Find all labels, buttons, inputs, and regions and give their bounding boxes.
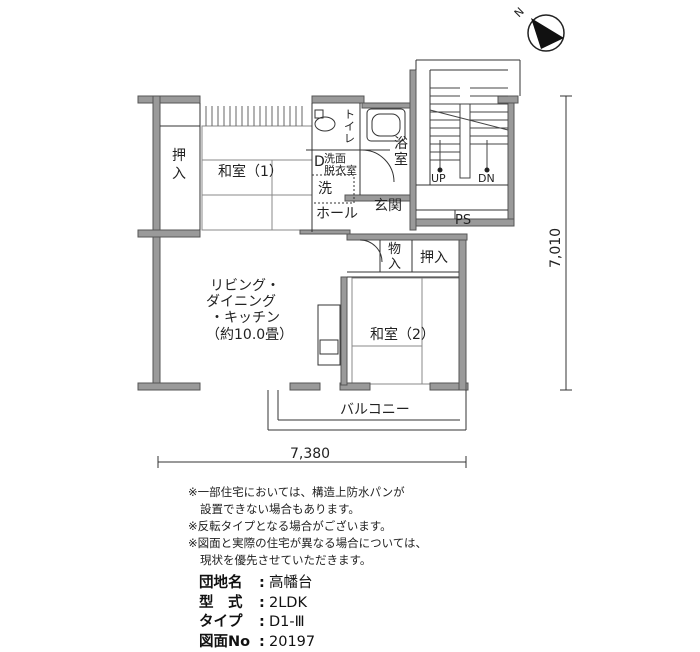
ps-label: PS — [455, 213, 471, 228]
info-row: タイプ: D1-Ⅲ — [199, 613, 315, 633]
note-line-4: ※図面と実際の住宅が異なる場合については、 — [188, 535, 688, 552]
info-key: 型 式 — [199, 594, 259, 614]
note-line-2: 設置できない場合もあります。 — [188, 501, 688, 518]
note-line-3: ※反転タイプとなる場合がございます。 — [188, 518, 688, 535]
storage-char-2: 入 — [388, 257, 401, 272]
info-key: 団地名 — [199, 574, 259, 594]
compass-label: N — [512, 5, 527, 20]
stairs-dn-label: DN — [478, 172, 495, 185]
ldk-line-2: ダイニング — [206, 294, 276, 310]
floor-plan: N — [0, 0, 700, 480]
info-row: 型 式: 2LDK — [199, 594, 315, 614]
note-line-1: ※一部住宅においては、構造上防水パンが — [188, 484, 688, 501]
info-row: 団地名: 高幡台 — [199, 574, 315, 594]
notes: ※一部住宅においては、構造上防水パンが 設置できない場合もあります。 ※反転タイ… — [188, 484, 688, 569]
toilet-icon — [315, 117, 335, 131]
washitsu1-label: 和室（1） — [218, 163, 283, 180]
ldk-line-4: （約10.0畳） — [206, 327, 293, 343]
toilet-char-3: レ — [344, 132, 355, 145]
info-value: 20197 — [269, 633, 315, 652]
hall-label: ホール — [316, 206, 358, 222]
closet2-label: 押入 — [420, 250, 448, 266]
dressing-line-2: 脱衣室 — [324, 163, 357, 177]
dimension-width-label: 7,380 — [290, 446, 330, 462]
dimension-depth-label: 7,010 — [548, 228, 564, 268]
bath-char-2: 室 — [394, 151, 408, 168]
balcony-label: バルコニー — [340, 402, 410, 418]
info-value: 高幡台 — [269, 574, 313, 594]
info-value: D1-Ⅲ — [269, 613, 305, 633]
ldk-line-3: ・キッチン — [210, 310, 280, 326]
bath-char-1: 浴 — [394, 136, 408, 152]
washer-label: 洗 — [318, 181, 332, 197]
info-table: 団地名: 高幡台 型 式: 2LDK タイプ: D1-Ⅲ 図面No: 20197 — [199, 574, 315, 652]
north-compass-icon: N — [512, 5, 564, 51]
storage-char-1: 物 — [388, 242, 401, 257]
washitsu2-label: 和室（2） — [370, 326, 435, 343]
closet1-char-1: 押 — [172, 148, 186, 164]
info-row: 図面No: 20197 — [199, 633, 315, 652]
info-value: 2LDK — [269, 594, 307, 614]
note-line-5: 現状を優先させていただきます。 — [188, 552, 688, 569]
genkan-label: 玄関 — [374, 197, 402, 214]
stairs — [430, 88, 508, 178]
info-key: タイプ — [199, 613, 259, 633]
ldk-line-1: リビング・ — [210, 278, 280, 294]
stairs-up-label: UP — [431, 172, 446, 185]
info-key: 図面No — [199, 633, 259, 652]
shoji-ticks — [206, 106, 302, 126]
closet1-char-2: 入 — [172, 166, 186, 182]
